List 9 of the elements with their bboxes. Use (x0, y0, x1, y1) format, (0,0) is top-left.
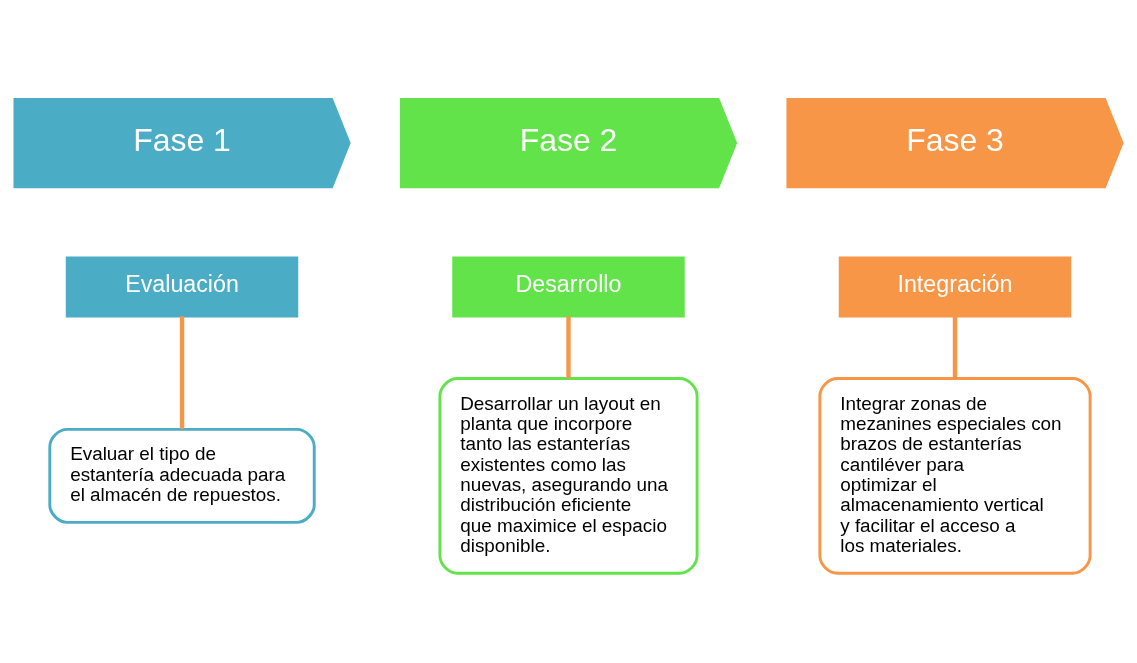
connector (566, 315, 571, 378)
node-box: Desarrollar un layout en planta que incorpore tanto las estanterías existentes como las nuevas, asegurando una distribución eficiente que maximice el espacio disponible. (438, 376, 699, 575)
connector (179, 315, 185, 429)
node-box: Integrar zonas de mezanines especiales con brazos de estanterías cantiléver para optimizar el almacenamiento vertical y facilitar el acceso a los materiales. (818, 376, 1092, 575)
node-box: Evaluar el tipo de estantería adecuada para el almacén de repuestos. (48, 427, 316, 524)
node-box: Desarrollo (452, 255, 685, 317)
node-box: Evaluación (65, 255, 299, 317)
node-box: Integración (838, 255, 1072, 317)
connector (952, 315, 958, 378)
